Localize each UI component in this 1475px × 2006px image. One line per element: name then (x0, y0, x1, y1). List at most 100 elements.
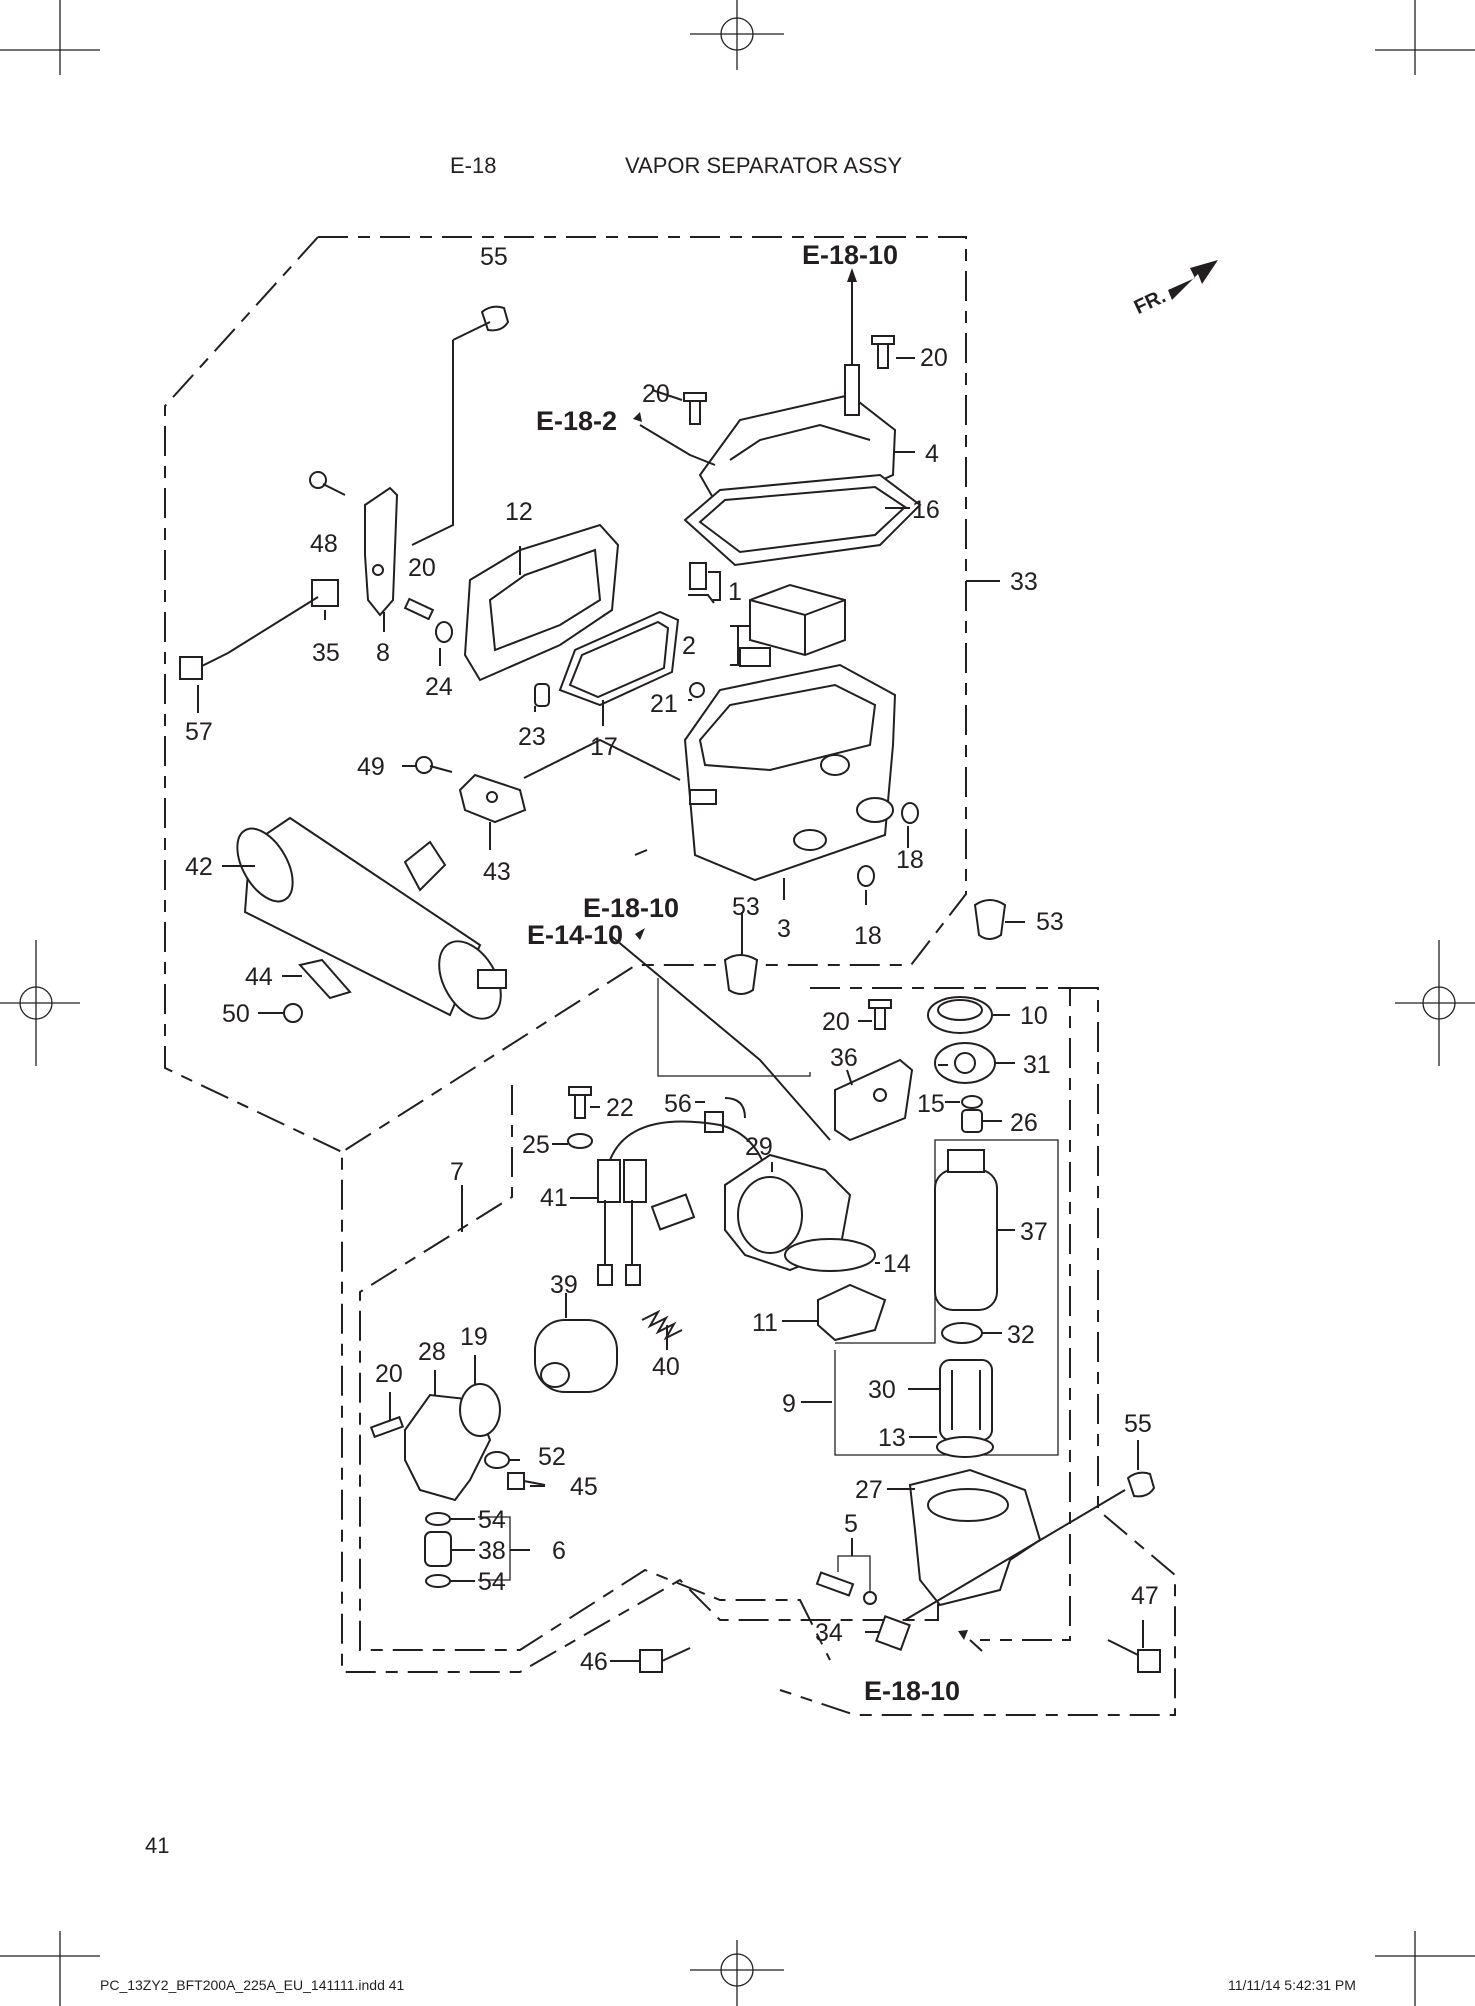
arrow-icon (958, 1630, 968, 1640)
page-number: 41 (145, 1833, 169, 1858)
ref-e-14-10: E-14-10 (527, 920, 623, 950)
page-title: VAPOR SEPARATOR ASSY (625, 153, 902, 178)
part-18-oring-a (901, 802, 919, 824)
callout-20: 20 (822, 1008, 850, 1036)
part-44-plate (298, 958, 352, 1000)
callout-6: 6 (552, 1537, 566, 1565)
assembly-boundary (318, 236, 971, 1673)
callout-1: 1 (728, 578, 742, 606)
callout-5: 5 (844, 1510, 858, 1538)
part-20-bolt-left (403, 597, 435, 621)
part-2-module (739, 583, 846, 667)
footer-timestamp: 11/11/14 5:42:31 PM (1228, 1977, 1356, 1993)
part-20-bolt-right (868, 999, 892, 1030)
part-21-screw (689, 682, 705, 698)
callout-50: 50 (222, 1000, 250, 1028)
part-24-washer (435, 621, 453, 643)
callout-35: 35 (312, 639, 340, 667)
part-47-bolt (1107, 1639, 1161, 1673)
callout-18: 18 (854, 922, 882, 950)
part-49-bolt (415, 756, 453, 774)
callout-56: 56 (664, 1090, 692, 1118)
part-11-bracket (817, 1283, 887, 1342)
ref-e-18-10-bottom: E-18-10 (864, 1676, 960, 1706)
callout-53: 53 (1036, 908, 1064, 936)
callout-21: 21 (650, 690, 678, 718)
part-14-oring (784, 1238, 876, 1272)
callout-25: 25 (522, 1131, 550, 1159)
registration-mark-top (690, 0, 784, 70)
part-55-bolt-lower (904, 1471, 1156, 1621)
part-27-pump-body (908, 1468, 1042, 1607)
part-57-bolt (179, 596, 319, 680)
callout-34: 34 (815, 1619, 843, 1647)
part-54-washer-b (425, 1574, 451, 1588)
callout-38: 38 (478, 1537, 506, 1565)
arrow-icon (635, 928, 645, 940)
bracket-6 (478, 1516, 511, 1581)
part-53-grommet-b (973, 899, 1007, 940)
section-code: E-18 (450, 153, 496, 178)
callout-11: 11 (752, 1309, 778, 1337)
part-1-clip (688, 562, 715, 604)
callout-23: 23 (518, 723, 546, 751)
assembly-boundary-left (164, 236, 343, 1153)
subassembly-boundary-right (779, 987, 1176, 1716)
part-35-grommet (311, 579, 339, 607)
callout-36: 36 (830, 1044, 858, 1072)
callout-13: 13 (878, 1424, 906, 1452)
part-8-bracket (364, 486, 399, 617)
callout-55: 55 (1124, 1410, 1152, 1438)
arrow-icon (633, 412, 642, 422)
callout-52: 52 (538, 1443, 566, 1471)
part-37-fuel-pump (934, 1149, 998, 1311)
callout-39: 39 (550, 1271, 578, 1299)
part-52-washer (484, 1451, 510, 1469)
callout-48: 48 (310, 530, 338, 558)
part-18-oring-b (857, 865, 875, 887)
callout-46: 46 (580, 1648, 608, 1676)
callout-31: 31 (1023, 1051, 1051, 1079)
ref-e-18-2: E-18-2 (536, 406, 617, 436)
subassembly-boundary-9 (810, 987, 1071, 1641)
callout-12: 12 (505, 498, 533, 526)
part-10-ring (927, 996, 993, 1034)
ref-e-18-10-mid: E-18-10 (583, 893, 679, 923)
callout-20: 20 (375, 1360, 403, 1388)
bracket-3-region (657, 978, 811, 1077)
callout-44: 44 (245, 963, 273, 991)
callout-37: 37 (1020, 1218, 1048, 1246)
part-32-grommet (941, 1322, 983, 1344)
callout-43: 43 (483, 858, 511, 886)
callout-19: 19 (460, 1323, 488, 1351)
callout-20: 20 (920, 344, 948, 372)
front-label: FR. (1131, 285, 1169, 319)
footer-file-name: PC_13ZY2_BFT200A_225A_EU_141111.indd 41 (100, 1977, 405, 1993)
part-20-bolt-lower (369, 1415, 405, 1439)
callout-49: 49 (357, 753, 385, 781)
callout-45: 45 (570, 1473, 598, 1501)
callout-28: 28 (418, 1338, 446, 1366)
part-31-retainer (934, 1042, 996, 1084)
callout-14: 14 (883, 1250, 911, 1278)
part-23-collar (534, 683, 550, 707)
callout-2: 2 (682, 632, 696, 660)
ref-e-18-10-top: E-18-10 (802, 240, 898, 270)
front-arrow-icon (1168, 260, 1218, 300)
part-54-washer-a (425, 1512, 451, 1526)
part-3-separator-housing (683, 663, 897, 882)
callout-30: 30 (868, 1376, 896, 1404)
callout-54: 54 (478, 1506, 506, 1534)
callout-33: 33 (1010, 568, 1038, 596)
part-43-bracket (458, 773, 527, 824)
callout-3: 3 (777, 915, 791, 943)
callout-18: 18 (896, 846, 924, 874)
part-26-collar (961, 1109, 983, 1133)
callout-20: 20 (408, 554, 436, 582)
bracket-9 (834, 1139, 1059, 1456)
part-25-washer (567, 1133, 593, 1149)
callout-40: 40 (652, 1353, 680, 1381)
part-53-grommet-a (723, 954, 759, 995)
